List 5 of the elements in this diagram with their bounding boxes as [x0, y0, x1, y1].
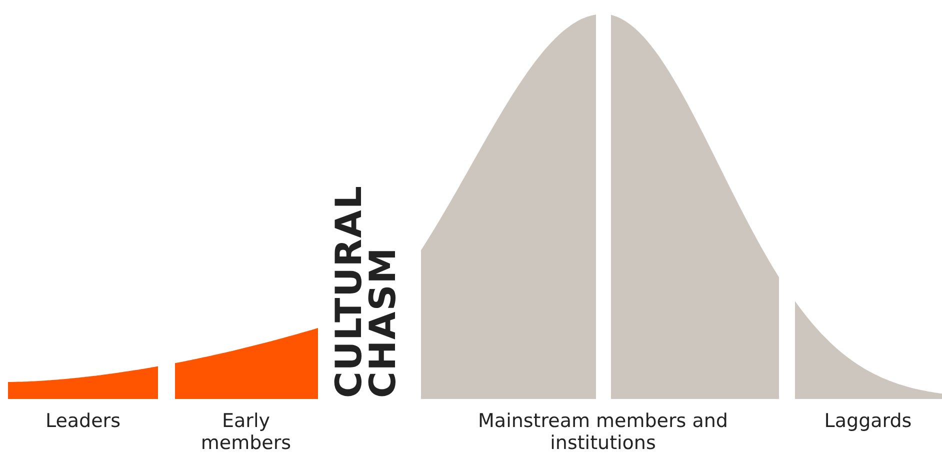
segment-label: Leaders	[44, 410, 122, 432]
chasm-label: CULTURAL CHASM	[333, 188, 401, 398]
segment-label: Laggards	[823, 410, 913, 432]
segment-label: Mainstream members and institutions	[477, 410, 729, 454]
segment-label: Early members	[200, 410, 292, 454]
